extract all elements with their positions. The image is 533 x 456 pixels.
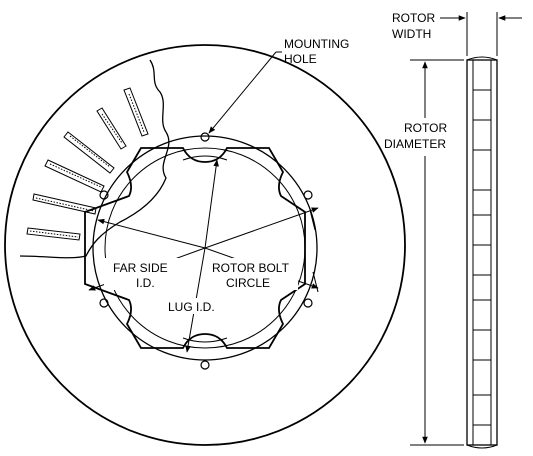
bolt-circle-tick	[309, 209, 316, 231]
rotor-width-label-line2: WIDTH	[392, 27, 431, 41]
hat-inner-arc-top	[182, 155, 228, 161]
cooling-vanes	[26, 87, 149, 241]
mounting-hole-label-line2: HOLE	[284, 52, 317, 66]
rotor-bolt-circle-label-line2: CIRCLE	[226, 276, 270, 290]
lug-hat-outline	[84, 147, 306, 349]
mounting-hole-label-line1: MOUNTING	[284, 37, 349, 51]
far-side-diameter-arrow-right	[204, 207, 319, 249]
rotor-side-outline	[466, 59, 498, 446]
cooling-vane	[63, 131, 115, 174]
cooling-vane	[26, 227, 81, 241]
far-side-diameter-arrow-left	[97, 218, 206, 249]
mounting-hole	[200, 360, 210, 370]
rotor-bolt-circle-label-line1: ROTOR BOLT	[212, 261, 290, 275]
rotor-side-bottom-cap	[466, 444, 498, 449]
rotor-diameter-label-line1: ROTOR	[404, 121, 447, 135]
lug-id-label: LUG I.D.	[168, 300, 215, 314]
rotor-width-label-line1: ROTOR	[392, 11, 435, 25]
mounting-hole-leader	[208, 51, 277, 134]
cooling-vane	[123, 87, 149, 137]
far-side-id-label-line1: FAR SIDE	[113, 261, 168, 275]
rotor-side-vanes	[473, 89, 491, 426]
mounting-hole	[303, 298, 313, 308]
cooling-vane	[44, 159, 105, 193]
text-labels: MOUNTING HOLE FAR SIDE I.D. ROTOR BOLT C…	[104, 11, 447, 314]
rotor-width-dimension	[440, 12, 522, 56]
mounting-hole	[200, 132, 210, 142]
rotor-diameter-dimension	[410, 59, 464, 446]
bolt-circle-tick	[312, 271, 319, 293]
hat-inner-arc-bottom	[182, 337, 228, 343]
cutaway-break-line	[19, 59, 170, 259]
rotor-outer-edge	[4, 44, 406, 446]
cooling-vane	[32, 193, 97, 215]
rotor-front-view	[4, 44, 406, 446]
far-side-id-label-line2: I.D.	[136, 276, 155, 290]
cooling-vane	[96, 107, 127, 150]
rotor-diameter-label-line2: DIAMETER	[384, 137, 446, 151]
rotor-side-top-cap	[466, 56, 498, 61]
rotor-side-view	[466, 56, 498, 449]
far-side-id-circle	[92, 135, 318, 361]
mounting-holes	[99, 132, 313, 370]
far-side-diameter-arrow-up	[204, 159, 219, 249]
